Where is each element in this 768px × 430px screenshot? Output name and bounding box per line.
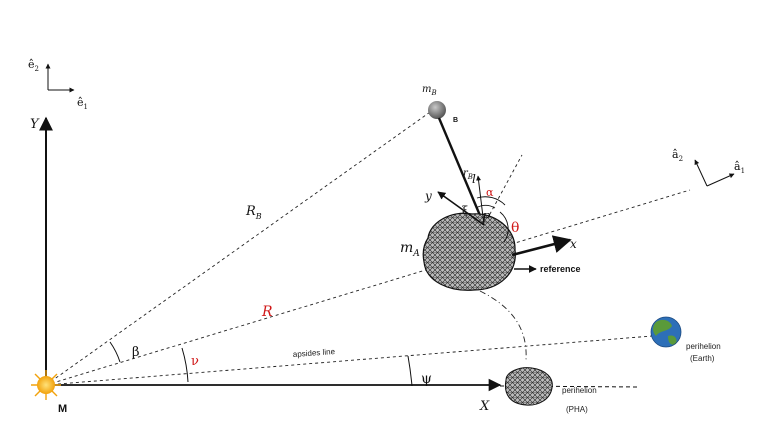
P-label: P xyxy=(481,211,491,225)
apsides-line xyxy=(45,335,653,386)
mB-label: mB xyxy=(422,84,437,97)
sun-icon xyxy=(31,370,61,400)
beta-arc xyxy=(109,341,121,363)
theta-arc xyxy=(499,211,509,243)
a1-label: â1 xyxy=(734,160,745,175)
asteroid-PHA xyxy=(504,367,553,406)
Y-axis-label: Y xyxy=(30,117,40,132)
perihelion-earth-label-1: perihelion xyxy=(686,342,721,351)
xi-label: ξ xyxy=(462,204,468,217)
M-label: M xyxy=(58,403,67,415)
mA-label: mA xyxy=(400,240,420,259)
e1-label: ê1 xyxy=(77,96,88,111)
asteroid-A xyxy=(422,212,516,291)
nu-arc xyxy=(181,347,189,383)
rB-label: rB xyxy=(463,168,473,181)
orbit-arc xyxy=(479,290,527,361)
beta-label: β xyxy=(132,345,140,360)
perihelion-earth-label-2: (Earth) xyxy=(690,354,715,363)
basis-e-axes xyxy=(45,63,75,93)
X-axis-label: X xyxy=(479,399,490,414)
nu-label: ν xyxy=(191,354,199,369)
B-label: B xyxy=(453,117,458,124)
x-axis-local-label: x xyxy=(570,237,577,251)
psi-arc xyxy=(407,355,413,387)
apsides-line-label: apsides line xyxy=(293,347,336,359)
alpha-reference-line xyxy=(483,154,523,226)
alpha-label: α xyxy=(486,186,494,199)
e2-label: ê2 xyxy=(28,58,39,73)
RB-line xyxy=(45,109,434,386)
R-label: R xyxy=(261,304,273,320)
basis-a-axes xyxy=(694,159,735,187)
body-B xyxy=(428,101,446,119)
rB-vector xyxy=(476,175,485,226)
x-axis-local xyxy=(511,235,572,257)
l-label: l xyxy=(472,172,476,186)
psi-label: ψ xyxy=(421,371,432,387)
y-axis-local-label: y xyxy=(424,189,432,203)
R-line xyxy=(45,189,691,386)
alpha-arc xyxy=(476,196,506,206)
reference-label: reference xyxy=(540,264,581,274)
xi-arc xyxy=(475,204,496,209)
earth-icon xyxy=(650,316,682,348)
y-axis-local xyxy=(437,191,485,226)
theta-label: θ xyxy=(511,220,519,236)
perihelion-pha-label-1: perihelion xyxy=(562,386,597,395)
RB-label: RB xyxy=(245,204,262,221)
a2-label: â2 xyxy=(672,148,683,163)
tether-line xyxy=(437,117,486,226)
perihelion-pha-label-2: (PHA) xyxy=(566,405,588,414)
